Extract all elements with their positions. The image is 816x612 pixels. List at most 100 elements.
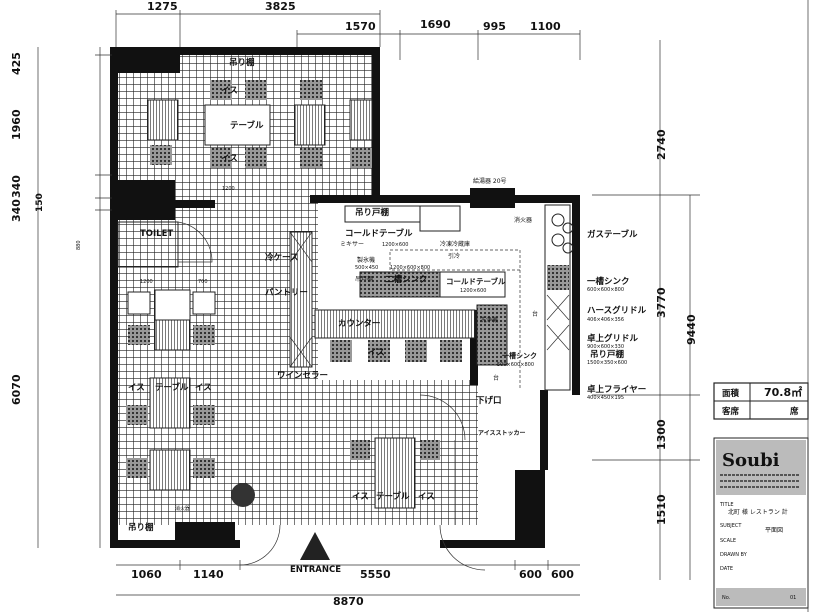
hanging-cabinet-label: 吊り戸棚	[355, 207, 390, 218]
chair-label: イス	[352, 492, 369, 502]
table-label: テーブル	[230, 120, 264, 131]
subject-value: 平面図	[765, 527, 783, 534]
scale-label: SCALE	[720, 538, 736, 544]
title-label: TITLE	[719, 502, 734, 508]
cold-table-size: 1200×600	[460, 288, 486, 294]
fridge-label: 引冷	[448, 252, 460, 260]
stand-label: 台	[493, 374, 499, 382]
extinguisher-label: 消火器	[514, 216, 532, 224]
hanging-cabinet-size: 1500×350×600	[587, 360, 627, 366]
dining-furniture	[126, 80, 476, 509]
dim-small: 1200	[222, 186, 235, 192]
return-window-label: 下げ口	[476, 395, 502, 406]
title-value: 北町 様 レストラン 計	[728, 508, 788, 516]
title-block: Soubi TITLE 北町 様 レストラン 計 SUBJECT 平面図 SCA…	[713, 437, 809, 609]
dim-left: 340	[10, 199, 23, 222]
dim-right: 9440	[685, 314, 698, 345]
dim-bottom: 600	[551, 568, 574, 581]
mixer-size: 1200×600	[382, 242, 408, 248]
dim-bottom: 1140	[193, 568, 224, 581]
dim-small: 1200	[140, 279, 153, 285]
dim-top: 1570	[345, 20, 376, 33]
dim-bottom: 5550	[360, 568, 391, 581]
walls	[110, 47, 580, 548]
chair-label: イス	[128, 383, 145, 393]
water-heater-label: 給湯器 20号	[473, 177, 507, 185]
table-griddle-size: 900×600×330	[587, 344, 624, 350]
wine-cellar-label: ワインセラー	[277, 371, 328, 381]
table-label: テーブル	[376, 491, 410, 502]
pantry-label: パントリー	[265, 287, 308, 298]
chair-label: イス	[221, 86, 238, 96]
chair-label: イス	[195, 383, 212, 393]
dim-top: 995	[483, 20, 506, 33]
dim-right: 1510	[655, 494, 668, 525]
ice-machine-size: 500×450	[355, 265, 378, 271]
dim-left: 425	[10, 52, 23, 75]
seats-label: 客席	[721, 406, 740, 417]
fryer-label: 卓上フライヤー	[587, 384, 646, 395]
ice-machine-label: 製氷機	[357, 256, 375, 264]
gas-table-label: ガステーブル	[587, 229, 638, 240]
hearth-griddle-label: ハースグリドル	[587, 305, 647, 316]
chair-label: イス	[368, 348, 385, 358]
dim-left: 880	[76, 240, 82, 250]
no-label: No.	[722, 595, 731, 601]
table-label: テーブル	[155, 382, 189, 393]
dim-left: 6070	[10, 374, 23, 405]
toilet-label: TOILET	[140, 229, 173, 239]
cold-case-label: 冷ケース	[265, 252, 299, 263]
dim-bottom-total: 8870	[333, 595, 364, 608]
single-sink-size: 600×600×800	[587, 287, 624, 293]
hanging-shelf-label: 吊り棚	[229, 57, 255, 68]
dim-right: 1300	[655, 419, 668, 450]
dim-bottom: 1060	[131, 568, 162, 581]
chair-label: イス	[221, 154, 238, 164]
entrance-arrow-icon	[300, 532, 330, 560]
hanging-cabinet-label: 吊り戸棚	[590, 349, 625, 360]
table-griddle-label: 卓上グリドル	[587, 333, 639, 344]
dim-bottom: 600	[519, 568, 542, 581]
dim-right: 3770	[655, 287, 668, 318]
dim-top: 1100	[530, 20, 561, 33]
fryer-size: 400×450×195	[587, 395, 624, 401]
company-logo: Soubi	[722, 450, 780, 471]
double-sink-size: 1200×600×800	[390, 265, 430, 271]
mixer-label: ミキサー	[340, 241, 364, 248]
area-value: 70.8㎡	[764, 385, 802, 399]
dishwasher-label: 洗浄機	[480, 316, 498, 324]
no-value: 01	[790, 595, 796, 601]
dim-top: 1275	[147, 0, 178, 13]
summary-table: 面積 70.8㎡ 客席 席	[713, 382, 809, 420]
dim-left: 150	[35, 193, 45, 212]
dim-left: 1960	[10, 109, 23, 140]
cold-table-label: コールドテーブル	[446, 276, 506, 286]
dim-top: 3825	[265, 0, 296, 13]
entrance-label: ENTRANCE	[290, 565, 341, 575]
dim-right: 2740	[655, 129, 668, 160]
freezer-label: 冷凍冷蔵庫	[440, 240, 470, 248]
cabinet-label: 吊戸棚	[355, 275, 373, 283]
single-sink-size: 500×600×800	[497, 362, 534, 368]
ice-stocker-label: アイスストッカー	[478, 430, 526, 437]
extinguisher-label: 消火器	[175, 505, 190, 512]
drawn-by-label: DRAWN BY	[720, 552, 748, 558]
dim-small: 700	[198, 279, 208, 285]
hanging-shelf-label: 吊り棚	[128, 522, 154, 533]
dim-left: 340	[10, 175, 23, 198]
stand-label: 台	[532, 310, 538, 318]
double-sink-label: 二槽シンク	[385, 274, 428, 285]
dimension-lines	[37, 10, 700, 596]
single-sink-label: 一槽シンク	[502, 351, 537, 360]
subject-label: SUBJECT	[720, 523, 742, 529]
counter-label: カウンター	[338, 318, 381, 329]
chair-label: イス	[418, 492, 435, 502]
area-label: 面積	[722, 388, 740, 399]
date-label: DATE	[720, 566, 733, 572]
dim-top: 1690	[420, 18, 451, 31]
seats-value: 席	[790, 406, 799, 417]
cold-table-label: コールドテーブル	[345, 228, 413, 239]
kitchen-equipment	[239, 204, 574, 571]
